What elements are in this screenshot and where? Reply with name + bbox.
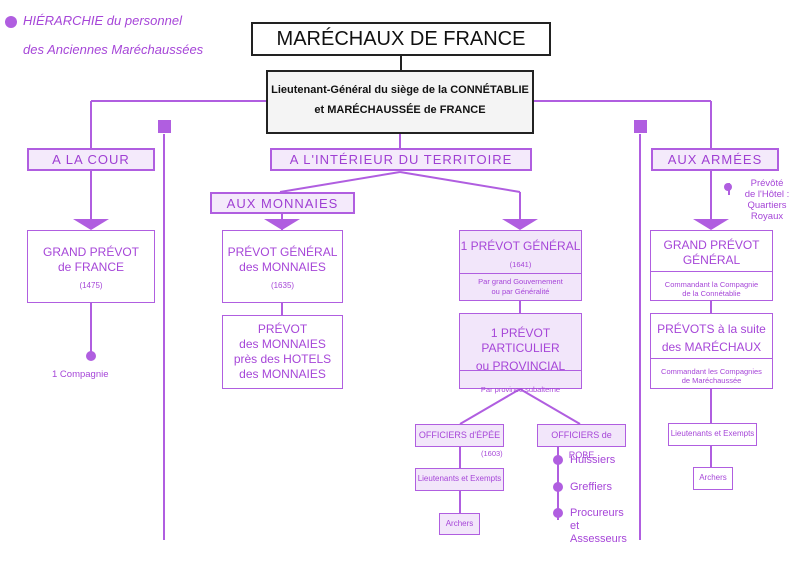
prevote-line1: Prévôté — [750, 178, 784, 189]
particulier-line2: ou PROVINCIAL — [475, 359, 566, 373]
territoire-general-note1: Par grand Gouvernement — [478, 277, 563, 287]
monnaies-prevot-line1: PRÉVOT — [257, 322, 308, 336]
officiers-epee-year: (1603) — [481, 449, 503, 458]
procureurs-line3: Assesseurs — [570, 533, 627, 545]
section-armees: AUX ARMÉES — [651, 148, 779, 171]
prevote-line3: Quartiers — [747, 200, 787, 211]
monnaies-general-line1: PRÉVOT GÉNÉRAL — [227, 245, 338, 259]
prevot-general-territoire-box: 1 PRÉVOT GÉNÉRAL (1641) Par grand Gouver… — [459, 230, 582, 301]
procureurs-line1: Procureurs — [570, 507, 624, 519]
divider-square-right — [634, 120, 647, 133]
territoire-general-line1: 1 PRÉVOT GÉNÉRAL — [460, 239, 581, 253]
monnaies-prevot-line2: des MONNAIES — [239, 337, 326, 351]
particulier-note: Par province subalterne — [480, 385, 561, 394]
armees-suite-note2: de Maréchaussée — [681, 376, 742, 386]
huissiers-dot-icon — [553, 455, 563, 465]
legend-line2: des Anciennes Maréchaussées — [23, 42, 204, 57]
officiers-epee-box: OFFICIERS d'ÉPÉE — [415, 424, 504, 447]
prevot-monnaies-box: PRÉVOT des MONNAIES près des HOTELS des … — [222, 315, 343, 389]
armees-suite-line1: PRÉVOTS à la suite — [657, 322, 766, 336]
monnaies-prevot-line4: des MONNAIES — [239, 367, 326, 381]
prevots-suite-box: PRÉVOTS à la suite des MARÉCHAUX Command… — [650, 313, 773, 389]
monnaies-prevot-line3: près des HOTELS — [233, 352, 332, 366]
grand-prevot-line2: de FRANCE — [57, 260, 125, 274]
lieutenant-line2: et MARÉCHAUSSÉE de FRANCE — [314, 103, 486, 116]
particulier-line1: 1 PRÉVOT PARTICULIER — [481, 326, 560, 355]
greffiers-dot-icon — [553, 482, 563, 492]
territoire-general-year: (1641) — [509, 260, 532, 269]
greffiers-label: Greffiers — [570, 481, 612, 493]
section-cour: A LA COUR — [27, 148, 155, 171]
lieutenant-box: Lieutenant-Général du siège de la CONNÉT… — [266, 70, 534, 134]
procureurs-dot-icon — [553, 508, 563, 518]
lieutenant-line1: Lieutenant-Général du siège de la CONNÉT… — [271, 84, 529, 96]
compagnie-dot-icon — [86, 351, 96, 361]
compagnie-label: 1 Compagnie — [52, 369, 109, 380]
title-connector — [400, 56, 402, 70]
territoire-general-note2: ou par Généralité — [491, 286, 550, 296]
section-interieur: A L'INTÉRIEUR DU TERRITOIRE — [270, 148, 532, 171]
legend-bullet-icon — [5, 16, 17, 28]
prevote-connector — [728, 183, 730, 195]
procureurs-label: Procureurs et Assesseurs — [570, 507, 627, 546]
grand-prevot-france-box: GRAND PRÉVOT de FRANCE (1475) — [27, 230, 155, 303]
monnaies-general-line2: des MONNAIES — [239, 260, 326, 274]
territoire-lieutenants-box: Lieutenants et Exempts — [415, 468, 504, 491]
prevot-general-monnaies-box: PRÉVOT GÉNÉRAL des MONNAIES (1635) — [222, 230, 343, 303]
grand-prevot-general-box: GRAND PRÉVOT GÉNÉRAL Commandant la Compa… — [650, 230, 773, 301]
prevote-label: Prévôté de l'Hôtel : Quartiers Royaux — [735, 178, 799, 222]
huissiers-label: Huissiers — [570, 454, 616, 466]
prevote-line4: Royaux — [750, 211, 784, 222]
legend-line1: HIÉRARCHIE du personnel — [23, 13, 182, 28]
grand-prevot-year: (1475) — [79, 281, 103, 290]
officiers-robe-box: OFFICIERS de ROBE — [537, 424, 626, 460]
armees-lieutenants-box: Lieutenants et Exempts — [668, 423, 757, 446]
procureurs-line2: et — [570, 520, 580, 532]
armees-suite-note1: Commandant les Compagnies — [661, 367, 762, 376]
prevote-line2: de l'Hôtel : — [744, 189, 790, 200]
monnaies-general-year: (1635) — [270, 281, 295, 290]
armees-grand-line2: GÉNÉRAL — [682, 253, 741, 267]
prevot-particulier-box: 1 PRÉVOT PARTICULIER ou PROVINCIAL Par p… — [459, 313, 582, 394]
page-title: MARÉCHAUX DE FRANCE — [251, 22, 551, 56]
territoire-archers-box: Archers — [439, 513, 480, 535]
armees-archers-box: Archers — [693, 467, 733, 490]
divider-square-left — [158, 120, 171, 133]
section-monnaies: AUX MONNAIES — [210, 192, 355, 214]
armees-grand-line1: GRAND PRÉVOT — [663, 238, 760, 252]
grand-prevot-line1: GRAND PRÉVOT — [42, 245, 139, 259]
armees-grand-note2: de la Connétablie — [682, 289, 741, 299]
armees-suite-line2: des MARÉCHAUX — [661, 340, 762, 354]
armees-grand-note1: Commandant la Compagnie — [664, 280, 759, 289]
